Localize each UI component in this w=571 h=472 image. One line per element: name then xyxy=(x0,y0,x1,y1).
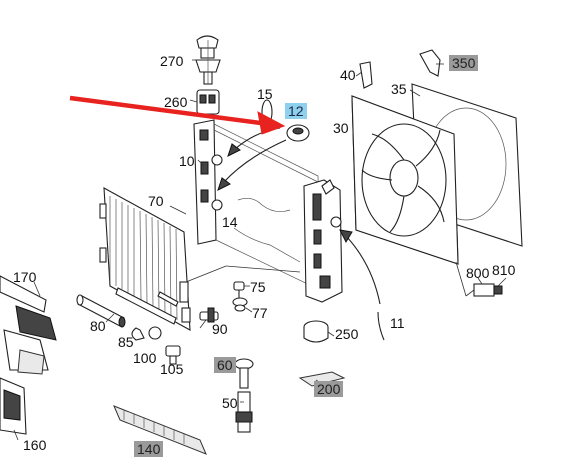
callout-90: 90 xyxy=(212,321,228,337)
part-30-fan-front xyxy=(351,95,459,265)
part-200-bracket xyxy=(298,371,346,387)
part-270-cap xyxy=(195,35,221,85)
flow-arrows xyxy=(217,127,381,305)
callout-10: 10 xyxy=(179,153,195,169)
part-250-cup xyxy=(303,320,329,343)
pointer-arrow xyxy=(69,95,286,135)
part-77-washer xyxy=(232,297,248,312)
callout-35: 35 xyxy=(391,81,407,97)
callout-270: 270 xyxy=(160,53,184,69)
part-80-drier xyxy=(76,294,126,328)
callout-15: 15 xyxy=(257,86,273,102)
part-right-tank xyxy=(303,179,343,303)
callout-260: 260 xyxy=(164,94,188,110)
part-50-plug xyxy=(235,391,253,433)
part-350-clip xyxy=(419,49,441,77)
callout-75: 75 xyxy=(250,279,266,295)
callout-350: 350 xyxy=(449,55,479,71)
callout-85: 85 xyxy=(118,334,134,350)
part-800-sensor xyxy=(473,283,503,297)
part-left-tank xyxy=(193,119,223,245)
part-100-ring xyxy=(148,326,162,340)
part-160-bracket xyxy=(0,377,27,435)
part-11-hose xyxy=(377,311,385,341)
callout-70: 70 xyxy=(148,193,164,209)
part-140-deflector xyxy=(113,405,207,455)
part-105-bolt xyxy=(165,345,181,365)
callout-14: 14 xyxy=(222,214,238,230)
part-75-bolt xyxy=(233,281,245,298)
part-260-connector xyxy=(196,89,220,115)
callout-140: 140 xyxy=(134,441,164,457)
part-170-member xyxy=(0,275,57,375)
callout-810: 810 xyxy=(492,262,516,278)
part-90-screw xyxy=(199,307,219,323)
part-85-clip xyxy=(131,327,145,341)
callout-11: 11 xyxy=(390,315,405,331)
callout-105: 105 xyxy=(160,361,184,377)
callout-160: 160 xyxy=(23,437,47,453)
callout-30: 30 xyxy=(333,120,349,136)
part-12-cap xyxy=(286,124,310,142)
callout-80: 80 xyxy=(90,318,106,334)
callout-77: 77 xyxy=(252,305,268,321)
callout-60: 60 xyxy=(214,357,236,373)
part-40-clip xyxy=(359,61,373,89)
callout-12: 12 xyxy=(285,103,307,119)
part-60-valve xyxy=(234,358,254,389)
callout-40: 40 xyxy=(340,67,356,83)
callout-50: 50 xyxy=(222,395,238,411)
leader-lines xyxy=(13,59,507,441)
part-condenser-pipes xyxy=(115,287,179,325)
callout-800: 800 xyxy=(466,265,490,281)
callout-100: 100 xyxy=(133,350,157,366)
callout-200: 200 xyxy=(314,381,344,397)
callout-250: 250 xyxy=(335,326,359,342)
callout-170: 170 xyxy=(13,269,37,285)
